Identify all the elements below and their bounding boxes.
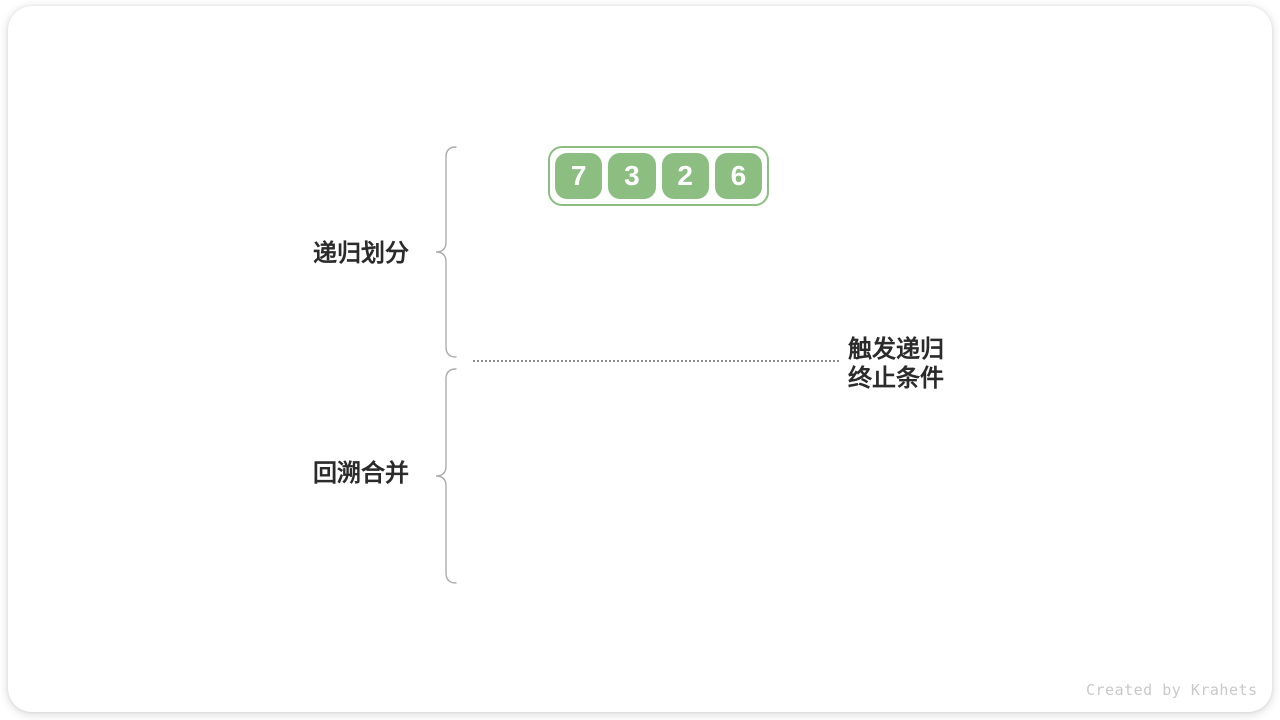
- array-cell: 2: [661, 153, 709, 199]
- array-cell: 7: [555, 153, 603, 199]
- canvas-card: 7 3 2 6 递归划分 回溯合并 触发递归 终止条件 Created by K…: [8, 6, 1272, 712]
- phase-label-backtrack-merge: 回溯合并: [313, 460, 409, 487]
- termination-divider-line: [473, 360, 841, 362]
- curly-brace-bottom: [435, 368, 457, 584]
- watermark-credit: Created by Krahets: [1086, 681, 1258, 699]
- termination-label-line1: 触发递归: [848, 336, 944, 363]
- curly-brace-top: [435, 146, 457, 358]
- array-container: 7 3 2 6: [548, 146, 769, 206]
- array-cell: 3: [608, 153, 656, 199]
- termination-label-line2: 终止条件: [848, 365, 944, 392]
- phase-label-recursive-partition: 递归划分: [313, 240, 409, 267]
- termination-label: 触发递归 终止条件: [848, 335, 944, 393]
- array-cell: 6: [714, 153, 762, 199]
